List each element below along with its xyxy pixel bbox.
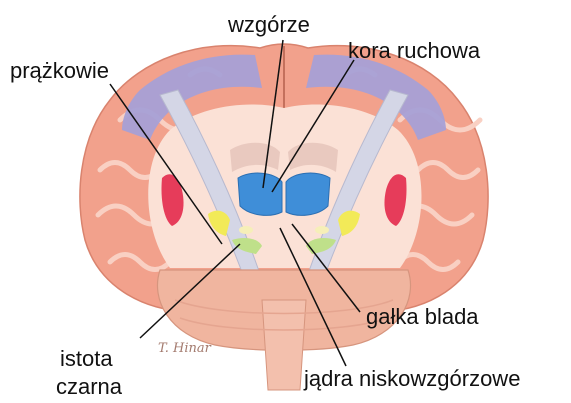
label-substantia-nigra-line1: istota [60, 348, 113, 370]
artist-signature: T. Hinar [158, 341, 212, 356]
label-substantia-nigra-line2: czarna [56, 376, 122, 398]
label-striatum: prążkowie [10, 60, 109, 82]
label-motor-cortex: kora ruchowa [348, 40, 480, 62]
label-subthalamic-nuclei: jądra niskowzgórzowe [304, 368, 520, 390]
label-thalamus: wzgórze [228, 14, 310, 36]
label-globus-pallidus: gałka blada [366, 306, 479, 328]
